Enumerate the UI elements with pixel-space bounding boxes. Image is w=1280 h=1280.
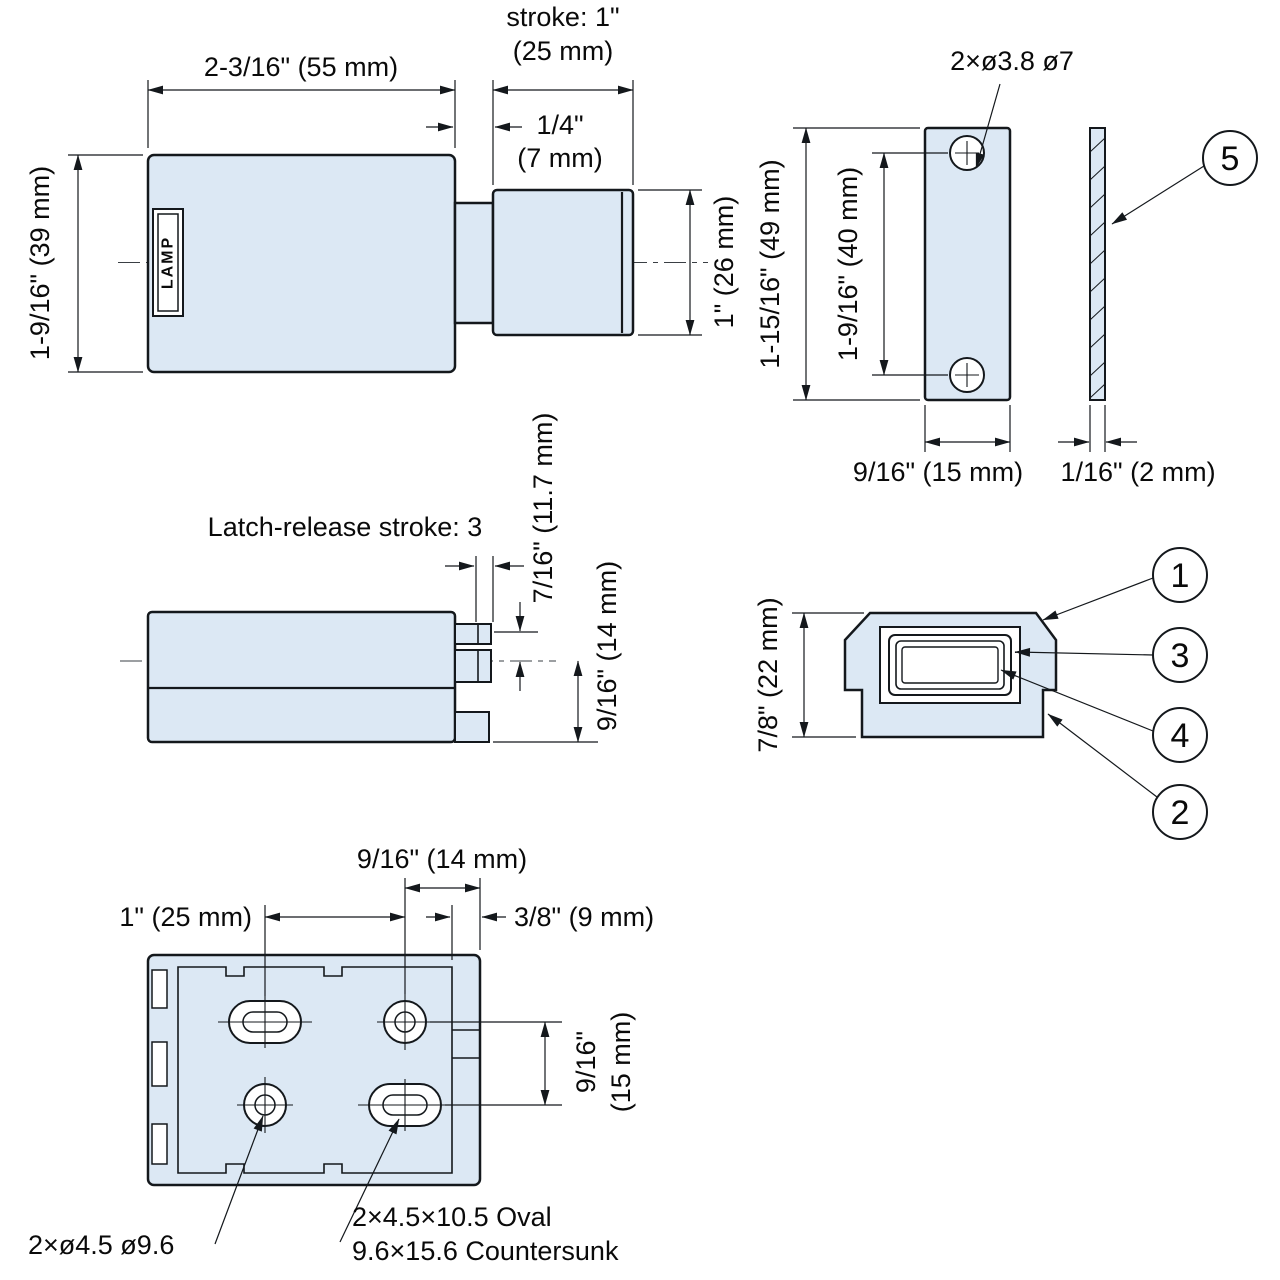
edge-slot-3 (151, 1123, 168, 1165)
view-mounting-plate: 9/16" (14 mm) 1" (25 mm) 3/8" (9 mm) 9/1… (28, 844, 654, 1266)
dim-latch-a-label: 7/16" (11.7 mm) (528, 413, 558, 604)
latch-tab-upper (454, 623, 492, 645)
balloon-4-number: 4 (1171, 717, 1190, 755)
callout-oval-label-1: 2×4.5×10.5 Oval (352, 1202, 552, 1232)
plunger-head (491, 188, 635, 337)
balloon-5-number: 5 (1221, 140, 1240, 178)
dim-body-height-label: 1-9/16" (39 mm) (25, 166, 55, 360)
dim-stroke: stroke: 1" (25 mm) (492, 2, 634, 185)
edge-slot-2 (151, 1041, 168, 1087)
view-strike-plate: 2×ø3.8 ø7 1-15/16" (49 mm) 1-9/16" (40 m… (755, 46, 1258, 487)
brand-tag-inner (157, 213, 179, 312)
plunger-neck (453, 201, 495, 325)
dim-plate-height-label: 1-15/16" (49 mm) (755, 159, 785, 368)
dim-plunger-height-label: 1" (26 mm) (709, 196, 739, 329)
oval-hole-top-left (218, 996, 312, 1048)
plate-inner-contour (177, 966, 453, 1174)
callout-round-label: 2×ø4.5 ø9.6 (28, 1230, 174, 1260)
hole-callout-leader (975, 83, 1001, 169)
dim-keeper-height-label: 7/8" (22 mm) (753, 597, 783, 752)
dim-hole-rows: 9/16" (15 mm) (430, 1012, 636, 1113)
callout-oval-holes: 2×4.5×10.5 Oval 9.6×15.6 Countersunk (339, 1118, 619, 1266)
view-keeper-front: 7/8" (22 mm) 1 3 4 2 (753, 547, 1208, 840)
strike-plate-side (1089, 127, 1106, 401)
dim-plate-a: 9/16" (14 mm) (264, 844, 527, 996)
dim-hole-rows-label-2: (15 mm) (606, 1012, 636, 1113)
dim-body-height: 1-9/16" (39 mm) (25, 154, 143, 373)
latch-body-top (146, 610, 457, 744)
strike-plate-front (923, 126, 1012, 402)
brand-label: LAMP (160, 236, 177, 289)
dim-neck-label-2: (7 mm) (517, 143, 602, 173)
strike-plate-side-hatch (1089, 137, 1106, 399)
latch-foot (454, 711, 490, 743)
latch-release-label: Latch-release stroke: 3 (208, 512, 483, 542)
callout-round-holes: 2×ø4.5 ø9.6 (28, 1115, 264, 1260)
view-latch-top: Latch-release stroke: 3 7/16" (11.7 mm) … (120, 413, 622, 744)
balloon-2-number: 2 (1171, 794, 1190, 832)
dim-plate-width-label: 9/16" (15 mm) (853, 457, 1023, 487)
dim-plate-thickness-label: 1/16" (2 mm) (1060, 457, 1215, 487)
balloon-1-number: 1 (1171, 557, 1190, 595)
callout-oval-label-2: 9.6×15.6 Countersunk (352, 1236, 619, 1266)
dim-plate-b: 1" (25 mm) (119, 902, 406, 932)
keeper-inner-2 (895, 640, 1005, 690)
balloon-3: 3 (1014, 627, 1208, 683)
keeper-opening (879, 626, 1021, 704)
dim-hole-rows-label-1: 9/16" (571, 1031, 601, 1093)
dim-latch-a: 7/16" (11.7 mm) (494, 413, 558, 691)
screw-hole-bottom (949, 357, 985, 393)
latch-tab-lower (454, 649, 492, 683)
dim-plate-a-label: 9/16" (14 mm) (357, 844, 527, 874)
edge-slot-1 (151, 969, 168, 1009)
dim-body-width: 2-3/16" (55 mm) (147, 52, 456, 148)
oval-hole-bottom-right (358, 1079, 452, 1131)
balloon-2: 2 (1047, 713, 1208, 840)
screw-hole-top (949, 135, 985, 171)
dim-latch-b-label: 9/16" (14 mm) (592, 561, 622, 731)
balloon-4: 4 (1000, 669, 1208, 763)
dim-hole-spacing: 1-9/16" (40 mm) (833, 152, 948, 376)
dim-stroke-label-2: (25 mm) (513, 36, 614, 66)
dim-stroke-label-1: stroke: 1" (506, 2, 619, 32)
balloon-1: 1 (1042, 547, 1208, 621)
dim-plate-c-label: 3/8" (9 mm) (514, 902, 654, 932)
dim-neck: 1/4" (7 mm) (426, 110, 603, 173)
keeper-inner-3 (901, 646, 999, 684)
dim-plate-width: 9/16" (15 mm) (853, 405, 1023, 487)
dim-latch-b: 9/16" (14 mm) (493, 561, 622, 743)
latch-body (146, 153, 457, 374)
round-hole-top-right (377, 994, 433, 1050)
balloon-3-number: 3 (1171, 637, 1190, 675)
plate-outline (146, 953, 482, 1187)
keeper-inner-1 (888, 634, 1012, 696)
dim-plate-b-label: 1" (25 mm) (119, 902, 252, 932)
dim-plunger-height: 1" (26 mm) (638, 189, 739, 336)
dim-hole-spacing-label: 1-9/16" (40 mm) (833, 167, 863, 361)
dim-plate-height: 1-15/16" (49 mm) (755, 127, 920, 401)
balloon-5: 5 (1111, 130, 1258, 225)
dim-plate-thickness: 1/16" (2 mm) (1058, 405, 1216, 487)
dim-keeper-height: 7/8" (22 mm) (753, 597, 864, 753)
dim-neck-label-1: 1/4" (536, 110, 583, 140)
dim-body-width-label: 2-3/16" (55 mm) (204, 52, 398, 82)
dim-release-stroke (445, 556, 524, 622)
hole-callout-label: 2×ø3.8 ø7 (950, 46, 1074, 76)
view-latch-side: LAMP 2-3/16" (55 mm) stroke: 1" (25 mm) … (25, 2, 739, 374)
dim-plate-c: 3/8" (9 mm) (426, 902, 654, 932)
round-hole-bottom-left (237, 1077, 293, 1133)
